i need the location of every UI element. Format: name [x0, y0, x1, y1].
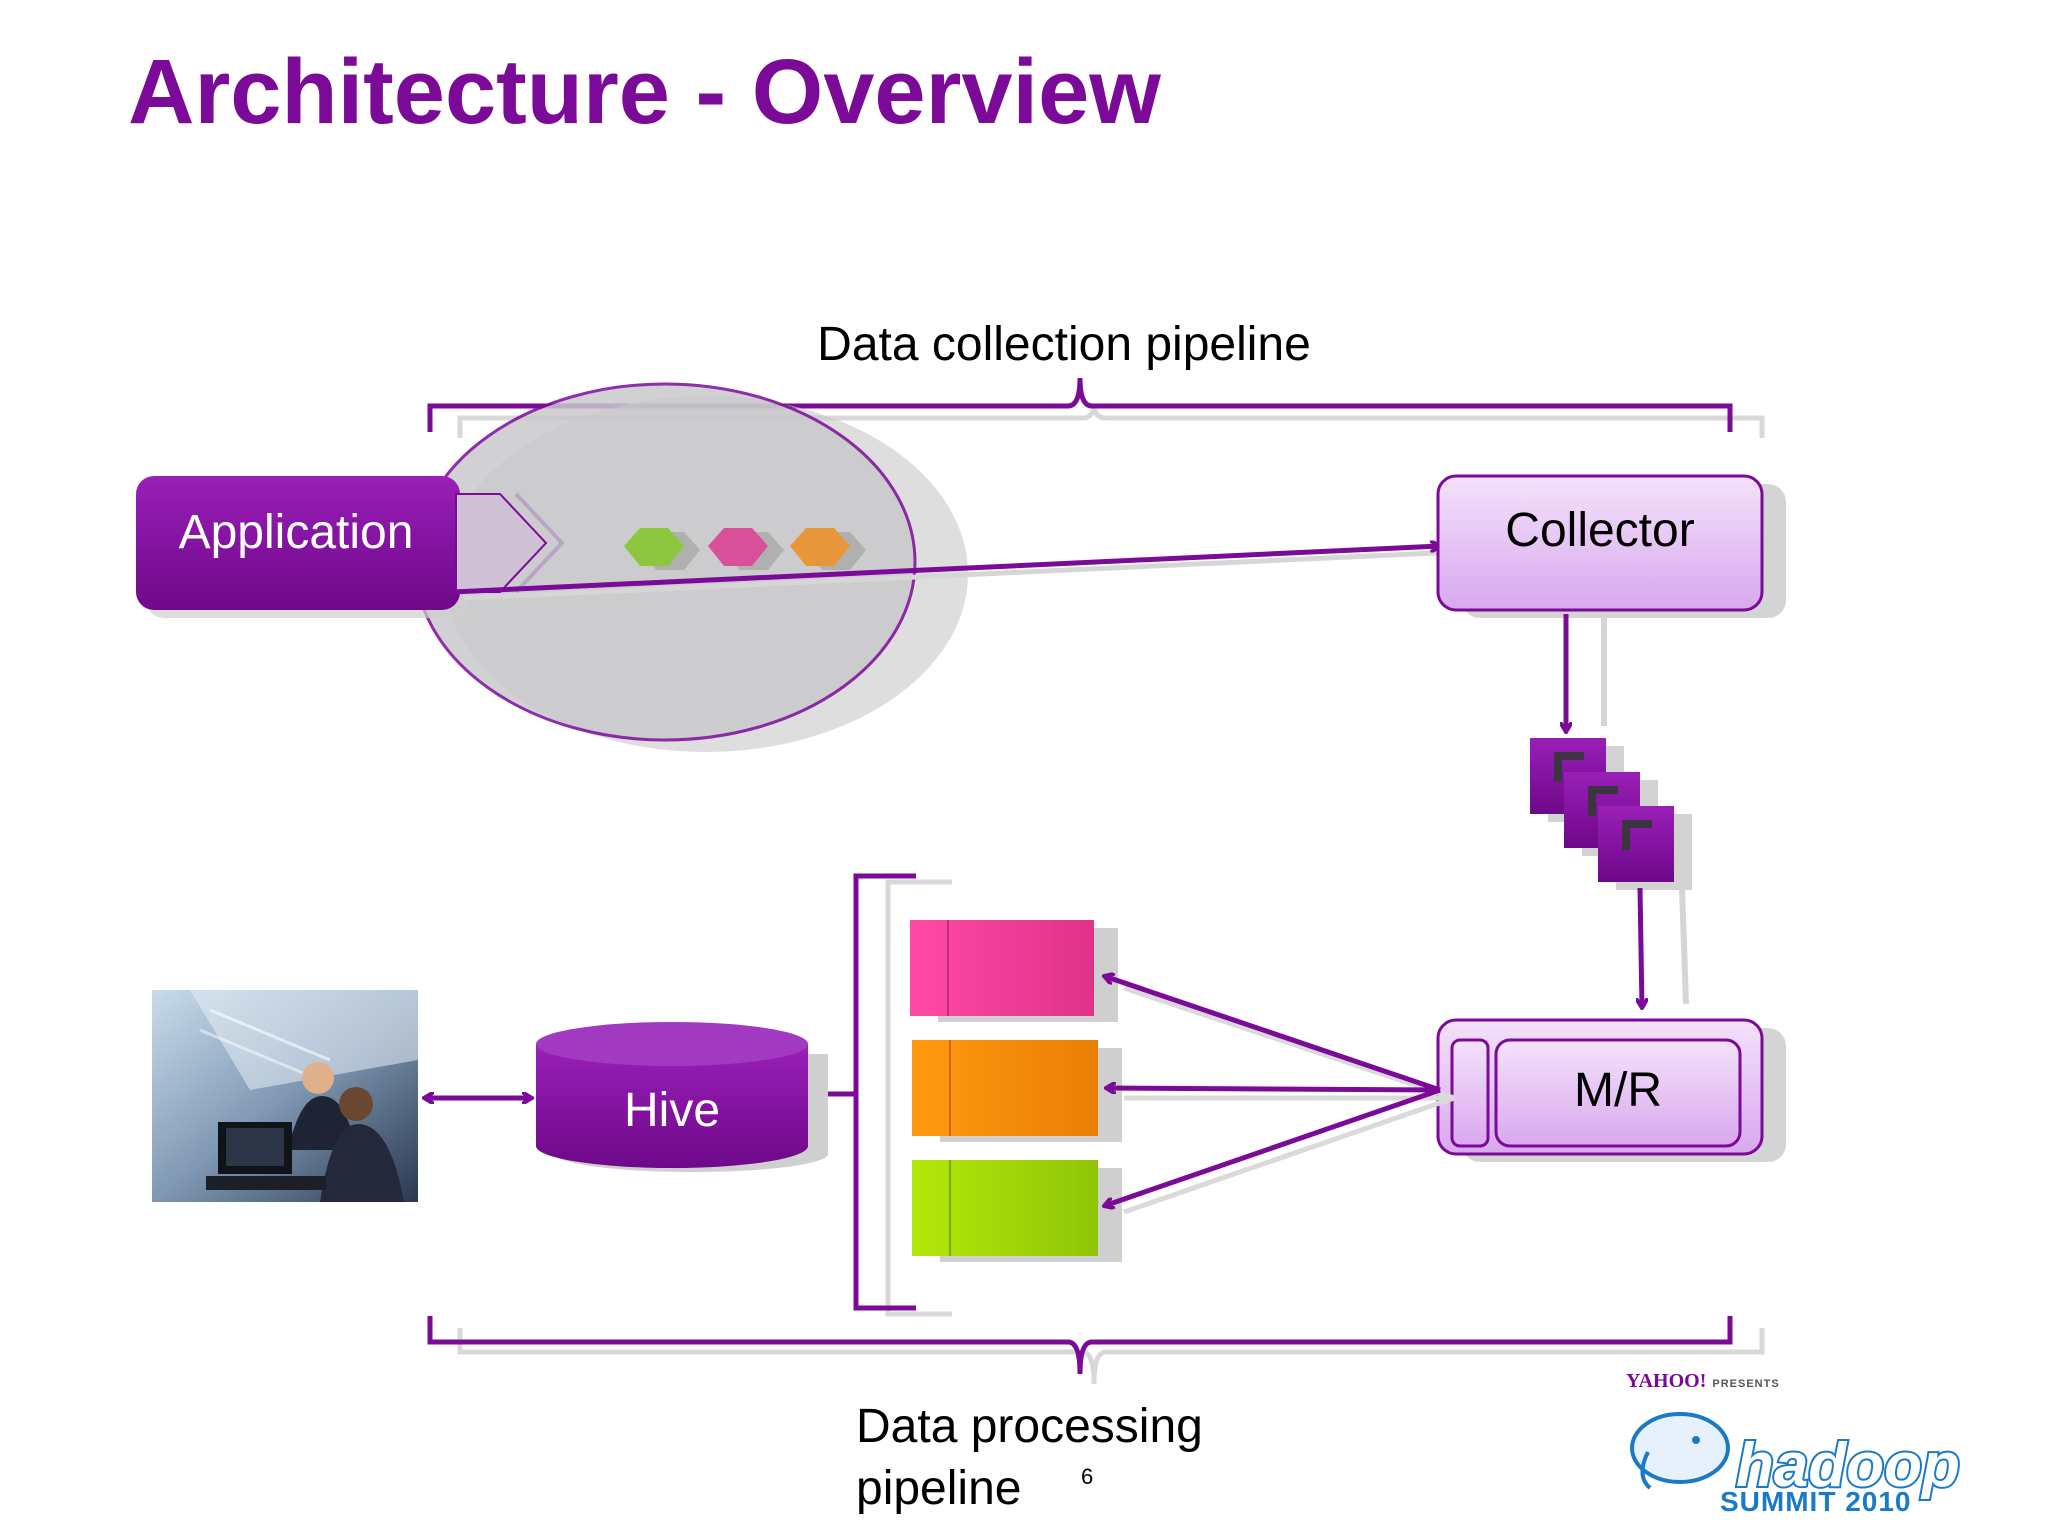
- hive-label: Hive: [624, 1084, 720, 1137]
- yahoo-presents: YAHOO! PRESENTS: [1626, 1370, 1780, 1393]
- message-hexagons: [624, 528, 866, 570]
- slide-number: 6: [1081, 1464, 1094, 1489]
- hadoop-logo: hadoop: [1630, 1412, 1962, 1502]
- arrow-files-to-mapreduce: [1640, 887, 1642, 1008]
- bottom-brace-label-line2: pipeline: [856, 1462, 1021, 1515]
- mapreduce-label: M/R: [1574, 1064, 1662, 1117]
- application-node: Application: [136, 476, 565, 618]
- result-table-green: [912, 1160, 1122, 1262]
- collector-label: Collector: [1505, 504, 1694, 557]
- slide-title: Architecture - Overview: [128, 41, 1161, 143]
- hive-database: Hive: [536, 1022, 828, 1172]
- user-photo: [152, 990, 418, 1202]
- result-table-pink: [910, 920, 1118, 1022]
- bottom-brace: [427, 1316, 1765, 1385]
- arrow-app-to-collector: [463, 549, 1457, 601]
- result-table-orange: [912, 1040, 1122, 1142]
- summit-label: SUMMIT 2010: [1720, 1486, 1912, 1517]
- yahoo-logo: YAHOO!: [1626, 1370, 1707, 1392]
- arrows-mapreduce-to-tables: [1104, 976, 1455, 1215]
- mapreduce-node: M/R: [1436, 1018, 1786, 1162]
- hadoop-wordmark: hadoop: [1736, 1431, 1960, 1500]
- top-brace: [427, 377, 1765, 438]
- presents-label: PRESENTS: [1712, 1378, 1780, 1390]
- application-label: Application: [179, 506, 414, 559]
- top-brace-label: Data collection pipeline: [817, 318, 1311, 371]
- log-files-stack: [1530, 738, 1692, 890]
- bottom-brace-label-line1: Data processing: [856, 1400, 1203, 1453]
- collector-node: Collector: [1436, 474, 1786, 618]
